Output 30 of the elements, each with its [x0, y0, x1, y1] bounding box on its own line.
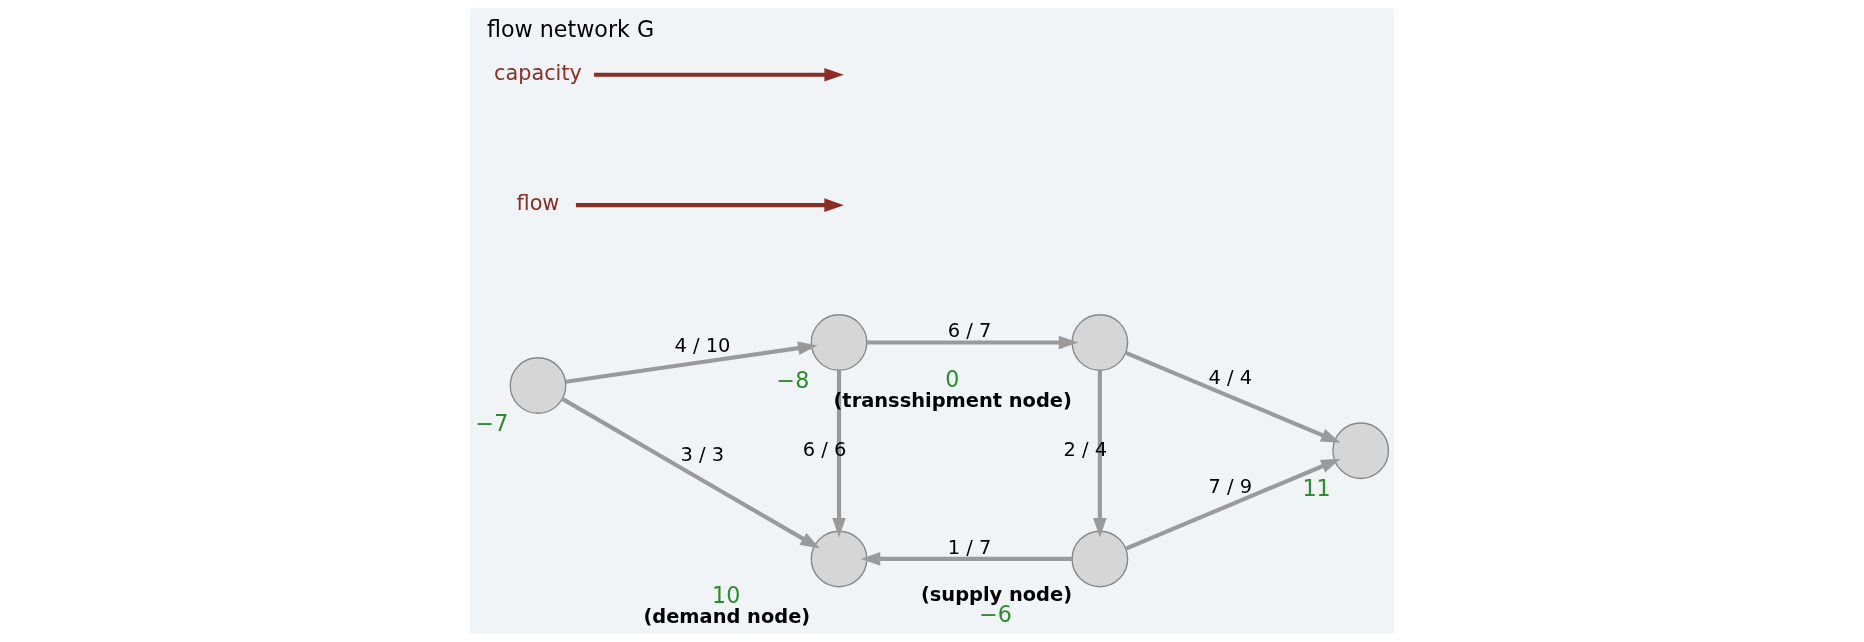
- arrow: [1125, 458, 1341, 551]
- node-label: −7: [475, 410, 509, 437]
- node-text: flow: [516, 191, 560, 216]
- arrow: [575, 198, 844, 212]
- diagram-title: flow network G: [487, 16, 655, 42]
- arrow: [867, 335, 1079, 350]
- arrow: [832, 370, 846, 538]
- edge-label: 1 / 7: [947, 535, 992, 559]
- edge-label: 3 / 3: [680, 442, 725, 466]
- arrow: [561, 397, 820, 549]
- arrow: [594, 67, 844, 82]
- node-circle: [1071, 314, 1129, 371]
- node-label: −8: [776, 367, 810, 394]
- arrow: [1093, 370, 1107, 538]
- arrow: [1125, 350, 1341, 443]
- edge-label: 6 / 6: [802, 437, 847, 461]
- node-circle: [509, 357, 567, 414]
- node-circle: [1332, 422, 1390, 480]
- node-text: capacity: [494, 60, 582, 85]
- arrow: [565, 341, 818, 384]
- edge-label: 7 / 9: [1208, 474, 1253, 498]
- node-label: 11: [1302, 475, 1331, 502]
- edge-label: 4 / 4: [1208, 366, 1253, 390]
- node-circle: [810, 530, 868, 588]
- node-circle: [810, 314, 868, 371]
- edge-label: 2 / 4: [1063, 437, 1108, 461]
- edge-label: 6 / 7: [947, 319, 992, 343]
- node-circle: [1071, 530, 1129, 588]
- arrow: [860, 552, 1072, 566]
- edge-label: 4 / 10: [674, 334, 731, 358]
